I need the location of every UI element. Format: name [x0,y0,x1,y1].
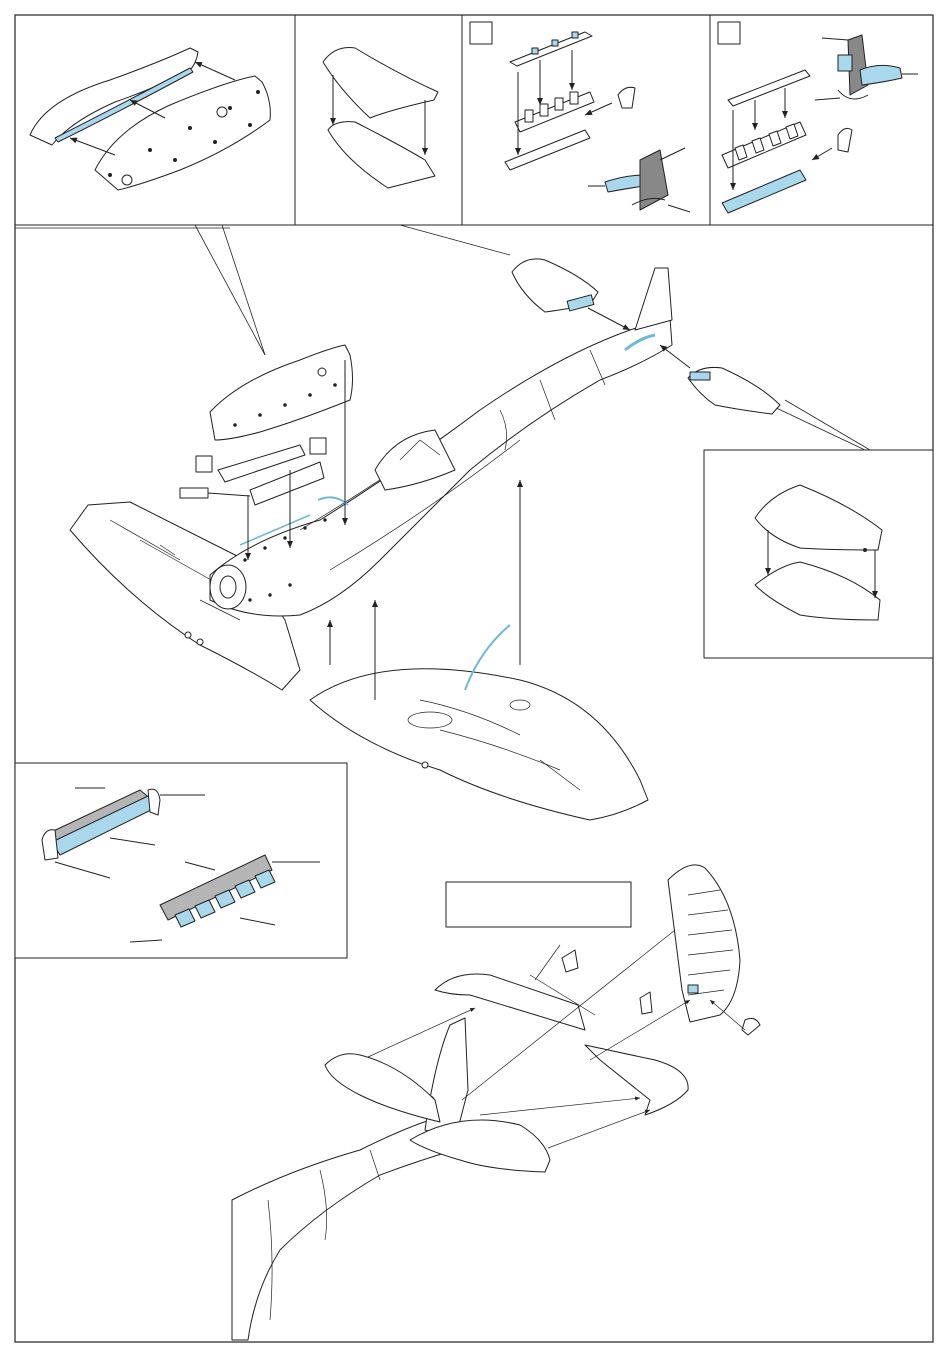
tail-rudder [668,865,740,1022]
panel-elevator-detail-top [323,48,438,188]
panel-exhaust-variant-b [718,22,918,213]
tail-elevator-right [585,1045,688,1115]
panel-exhaust-painting-guide [15,763,347,958]
tail-small-part-2 [640,992,652,1014]
panel-cowling-top-detail [30,48,270,190]
exhaust-clip-b [838,128,852,152]
panel-exhaust-variant-a [470,22,690,212]
elevator-lower-part [328,122,435,188]
step-box-b [718,22,740,44]
right-wing [310,669,648,820]
main-view-fuselage-wing-assembly [70,268,672,820]
exhaust-clip-a [618,87,635,108]
main-label-box [180,488,208,498]
note-box [446,882,631,927]
elevator-upper-part [323,48,438,118]
panel-elevator-detail-right [704,450,933,658]
exhaust-pipe-b [860,65,902,85]
exhaust-backplate-b [728,70,810,106]
tail-stabilizer-left [325,1054,440,1122]
exhaust-bracket-a [640,150,668,210]
step-box-a [470,22,492,44]
exhaust-base-b [722,170,806,213]
main-step-box-b [310,438,326,454]
propeller-hub [210,565,246,609]
callout-lines [15,225,870,450]
rear-fuselage [232,1120,455,1340]
tail-small-part-1 [562,950,578,972]
main-step-box-a [196,456,212,472]
exhaust-backplate [510,32,592,66]
floating-cowling [210,345,353,440]
tail-fin [635,268,672,330]
tail-small-part-3 [742,1018,760,1035]
